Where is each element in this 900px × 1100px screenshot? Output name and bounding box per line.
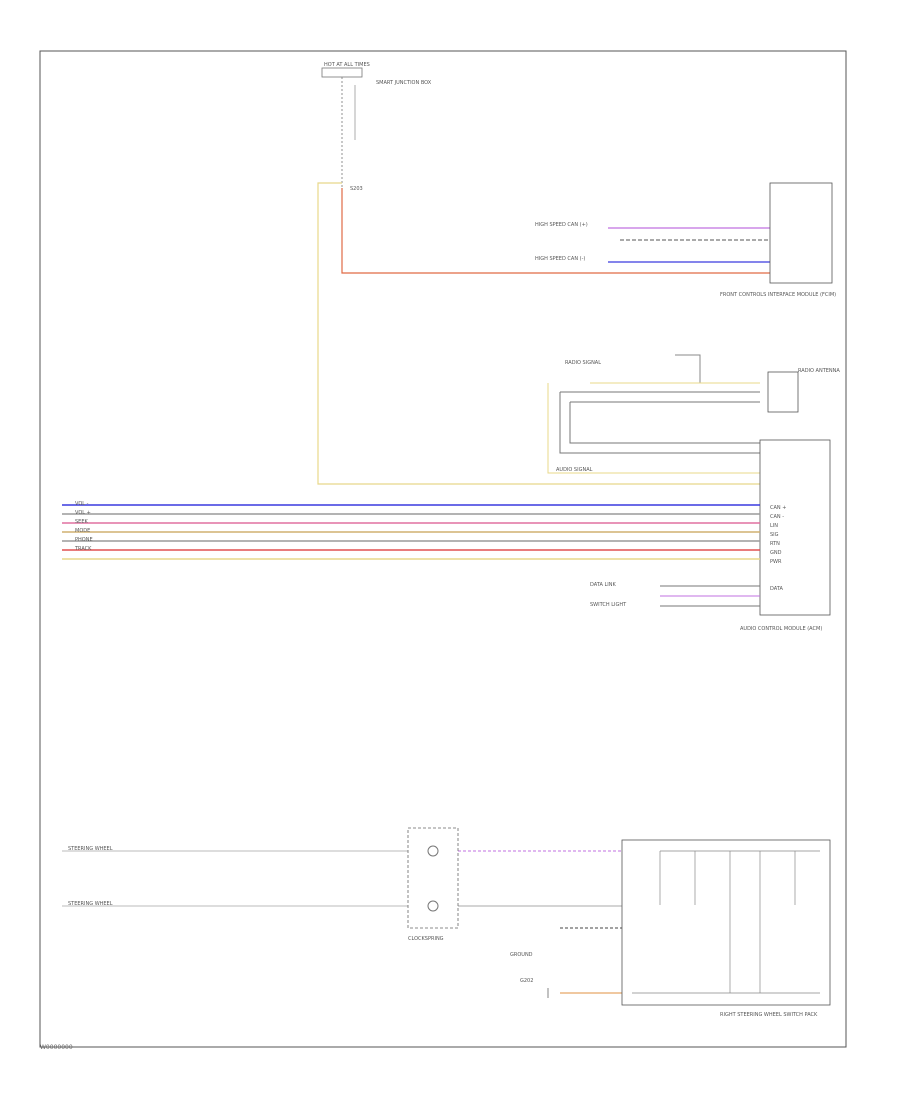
circuit-label-sig: SIG [770, 532, 779, 538]
circuit-label-can-plus: CAN + [770, 505, 787, 511]
wire-label-track: TRACK [75, 546, 92, 552]
wire-label-vol-plus: VOL + [75, 510, 91, 516]
wire-label-seek: SEEK [75, 519, 88, 525]
upper-module-wires [608, 227, 770, 263]
note-can-plus: HIGH SPEED CAN (+) [535, 222, 588, 228]
radio-label: RADIO ANTENNA [798, 368, 840, 374]
circuit-label-data: DATA [770, 586, 783, 592]
radio-box [767, 371, 799, 413]
hvac-module-label: FRONT CONTROLS INTERFACE MODULE (FCIM) [720, 292, 837, 298]
note-can-minus: HIGH SPEED CAN (-) [535, 256, 586, 262]
fuse-label: HOT AT ALL TIMES [324, 62, 370, 68]
wire-label-vol-minus: VOL - [75, 501, 89, 507]
wire-yellow-feed [317, 182, 760, 485]
switch-pack-box [621, 839, 831, 1006]
note-ground: GROUND [510, 952, 533, 958]
diagram-frame [39, 50, 847, 1048]
note-audio-signal: AUDIO SIGNAL [556, 467, 593, 473]
switch-pack-internals [632, 850, 820, 994]
fuse-box-label: SMART JUNCTION BOX [376, 80, 432, 86]
hvac-module-box [769, 182, 833, 284]
sjb-term-label: S203 [350, 186, 363, 192]
bus-wires [62, 504, 760, 560]
circuit-label-can-minus: CAN - [770, 514, 785, 520]
note-radio-signal: RADIO SIGNAL [565, 360, 602, 366]
circuit-label-pwr: PWR [770, 559, 782, 565]
clockspring-box [407, 827, 459, 929]
circuit-label-lin: LIN [770, 523, 779, 529]
reference-code: W0000000 [40, 1044, 73, 1051]
audio-module-box [759, 439, 831, 616]
wire-label-mode: MODE [75, 528, 91, 534]
audio-module-label: AUDIO CONTROL MODULE (ACM) [740, 626, 823, 632]
wire-orange [341, 188, 770, 274]
clockspring-terminal-1 [427, 845, 439, 857]
clockspring-label: CLOCKSPRING [408, 936, 444, 942]
note-steering-wheel-1: STEERING WHEEL [68, 846, 113, 852]
lower-audio-wires [660, 585, 760, 607]
wire-label-phone: PHONE [75, 537, 93, 543]
note-steering-wheel-2: STEERING WHEEL [68, 901, 113, 907]
circuit-label-rtn: RTN [770, 541, 780, 547]
note-switch-light: SWITCH LIGHT [590, 602, 627, 608]
radio-antenna-wires [547, 354, 760, 474]
clockspring-terminal-2 [427, 900, 439, 912]
note-data-link: DATA LINK [590, 582, 616, 588]
circuit-label-gnd: GND [770, 550, 782, 556]
fuse-feed [321, 67, 363, 188]
bottom-wires [62, 850, 622, 994]
switch-pack-label: RIGHT STEERING WHEEL SWITCH PACK [720, 1012, 818, 1018]
ground-label: G202 [520, 978, 534, 984]
